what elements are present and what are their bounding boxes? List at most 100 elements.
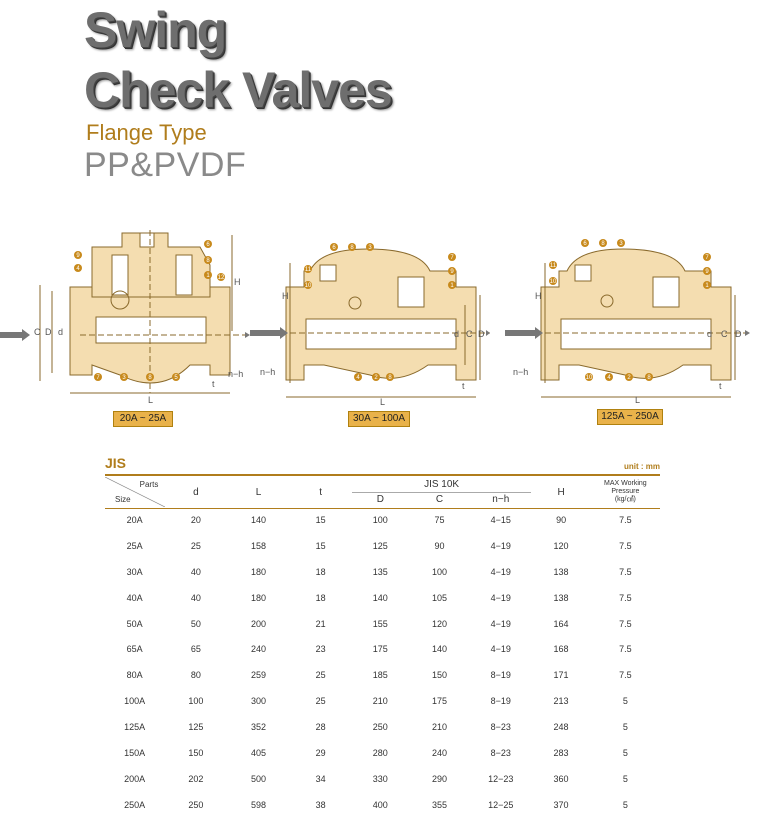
- diagram-30a-100a: H d C D L t n−h 6 8 3 11 10 7 9 1 4 2 8: [250, 243, 490, 407]
- section-title: JIS: [105, 455, 127, 471]
- table-cell: 250: [372, 722, 388, 733]
- dim-c: C: [721, 329, 728, 339]
- table-cell: 259: [251, 670, 267, 681]
- callout: 8: [647, 375, 651, 381]
- table-cell: 202: [188, 773, 204, 784]
- dim-nh: n−h: [228, 369, 243, 379]
- table-cell: 140: [432, 644, 448, 655]
- table-cell: 300: [251, 696, 267, 707]
- callout: 4: [356, 375, 360, 381]
- table-cell: 100: [372, 514, 388, 525]
- table-cell: 352: [251, 722, 267, 733]
- table-cell: 4−19: [490, 540, 511, 551]
- table-cell: 175: [432, 696, 448, 707]
- table-cell: 164: [553, 618, 569, 629]
- table-cell: 283: [553, 747, 569, 758]
- table-cell: 125A: [124, 722, 146, 733]
- callout: 7: [705, 255, 709, 261]
- table-cell: 18: [315, 566, 326, 577]
- dim-l: L: [380, 397, 385, 407]
- callout: 9: [705, 269, 709, 275]
- dim-t: t: [462, 381, 465, 391]
- table-cell: 25A: [126, 540, 143, 551]
- table-cell: 120: [553, 540, 569, 551]
- callout: 7: [450, 255, 454, 261]
- table-cell: 4−19: [490, 618, 511, 629]
- callout: 3: [122, 375, 126, 381]
- table-cell: 7.5: [619, 644, 632, 655]
- table-cell: 80: [190, 670, 201, 681]
- table-cell: 250A: [124, 799, 146, 810]
- header-t: t: [319, 486, 323, 498]
- table-cell: 7.5: [619, 592, 632, 603]
- table-cell: 180: [251, 566, 267, 577]
- table-cell: 168: [553, 644, 569, 655]
- dim-d-inner: d: [707, 329, 712, 339]
- table-cell: 120: [432, 618, 448, 629]
- table-cell: 40A: [126, 592, 143, 603]
- header-mwp-line2: Pressure: [611, 488, 640, 495]
- diagram-caption-3: 125A ~ 250A: [597, 409, 663, 425]
- callout: 10: [305, 283, 312, 289]
- callout: 4: [607, 375, 611, 381]
- table-cell: 125: [372, 540, 388, 551]
- table-cell: 23: [315, 644, 326, 655]
- table-cell: 140: [372, 592, 388, 603]
- callout: 5: [174, 375, 178, 381]
- table-cell: 280: [372, 747, 388, 758]
- callout: 6: [206, 242, 210, 248]
- dim-d-inner: d: [58, 327, 63, 337]
- table-cell: 5: [622, 722, 628, 733]
- dim-l: L: [635, 395, 640, 405]
- table-cell: 370: [553, 799, 569, 810]
- table-cell: 50A: [126, 618, 143, 629]
- dim-h: H: [282, 291, 289, 301]
- table-cell: 29: [315, 747, 326, 758]
- table-cell: 75: [434, 514, 445, 525]
- table-cell: 210: [432, 722, 448, 733]
- diagram-125a-250a: H d C D L t n−h 6 8 3 11 10 7 9 1 10 4 2…: [505, 239, 750, 405]
- diagram-caption-2: 30A ~ 100A: [348, 411, 410, 427]
- dim-d-outer: D: [478, 329, 485, 339]
- callout: 8: [206, 258, 210, 264]
- header-parts: Parts: [139, 480, 159, 489]
- table-cell: 8−23: [490, 747, 511, 758]
- table-cell: 7.5: [619, 514, 632, 525]
- table-cell: 150: [432, 670, 448, 681]
- table-cell: 18: [315, 592, 326, 603]
- table-cell: 7.5: [619, 540, 632, 551]
- table-cell: 290: [432, 773, 448, 784]
- table-cell: 125: [188, 722, 204, 733]
- table-cell: 248: [553, 722, 569, 733]
- header-jis-c: C: [408, 491, 471, 507]
- table-cell: 12−25: [488, 799, 514, 810]
- table-cell: 100: [188, 696, 204, 707]
- table-cell: 240: [432, 747, 448, 758]
- table-cell: 25: [315, 696, 326, 707]
- table-cell: 7.5: [619, 618, 632, 629]
- table-cell: 25: [190, 540, 201, 551]
- table-cell: 330: [372, 773, 388, 784]
- table-cell: 360: [553, 773, 569, 784]
- table-cell: 150A: [124, 747, 146, 758]
- table-cell: 185: [372, 670, 388, 681]
- header-l: L: [255, 486, 262, 498]
- callout: 10: [550, 279, 557, 285]
- callout: 3: [368, 245, 372, 251]
- table-cell: 175: [372, 644, 388, 655]
- table-cell: 500: [251, 773, 267, 784]
- table-cell: 15: [315, 540, 326, 551]
- header-jis-10k: JIS 10K: [424, 478, 460, 490]
- diagram-20a-25a: C D d H L t n−h 9 4 6 8 1 12 7 3 8 5: [0, 230, 250, 405]
- table-cell: 135: [372, 566, 388, 577]
- table-cell: 138: [553, 592, 569, 603]
- table-cell: 34: [315, 773, 326, 784]
